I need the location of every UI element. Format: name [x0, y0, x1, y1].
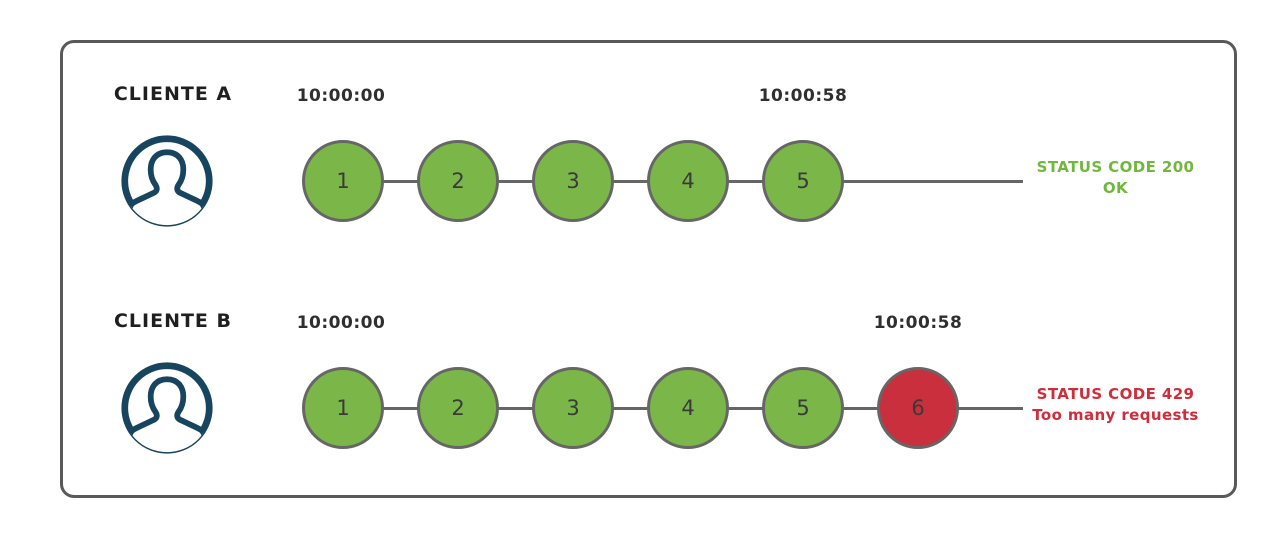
user-avatar-icon	[119, 360, 215, 456]
status-message-line: Too many requests	[1032, 406, 1199, 424]
request-circle-5: 5	[762, 367, 844, 449]
status-code-text: STATUS CODE 200 OK	[1018, 157, 1213, 199]
user-avatar-icon	[119, 133, 215, 229]
request-circle-3: 3	[532, 140, 614, 222]
status-message-line: OK	[1102, 179, 1129, 197]
start-timestamp: 10:00:00	[296, 86, 386, 106]
end-timestamp: 10:00:58	[873, 313, 963, 333]
status-code-text: STATUS CODE 429 Too many requests	[1018, 384, 1213, 426]
request-circle-4: 4	[647, 140, 729, 222]
request-circle-6: 6	[877, 367, 959, 449]
request-circle-2: 2	[417, 140, 499, 222]
start-timestamp: 10:00:00	[296, 313, 386, 333]
request-circle-3: 3	[532, 367, 614, 449]
request-circle-1: 1	[302, 367, 384, 449]
client-a-label: CLIENTE A	[113, 83, 233, 105]
status-code-line: STATUS CODE 200	[1036, 158, 1195, 176]
request-circle-5: 5	[762, 140, 844, 222]
request-circle-2: 2	[417, 367, 499, 449]
client-b-label: CLIENTE B	[113, 310, 233, 332]
end-timestamp: 10:00:58	[758, 86, 848, 106]
status-code-line: STATUS CODE 429	[1036, 385, 1195, 403]
request-circle-4: 4	[647, 367, 729, 449]
request-circle-1: 1	[302, 140, 384, 222]
